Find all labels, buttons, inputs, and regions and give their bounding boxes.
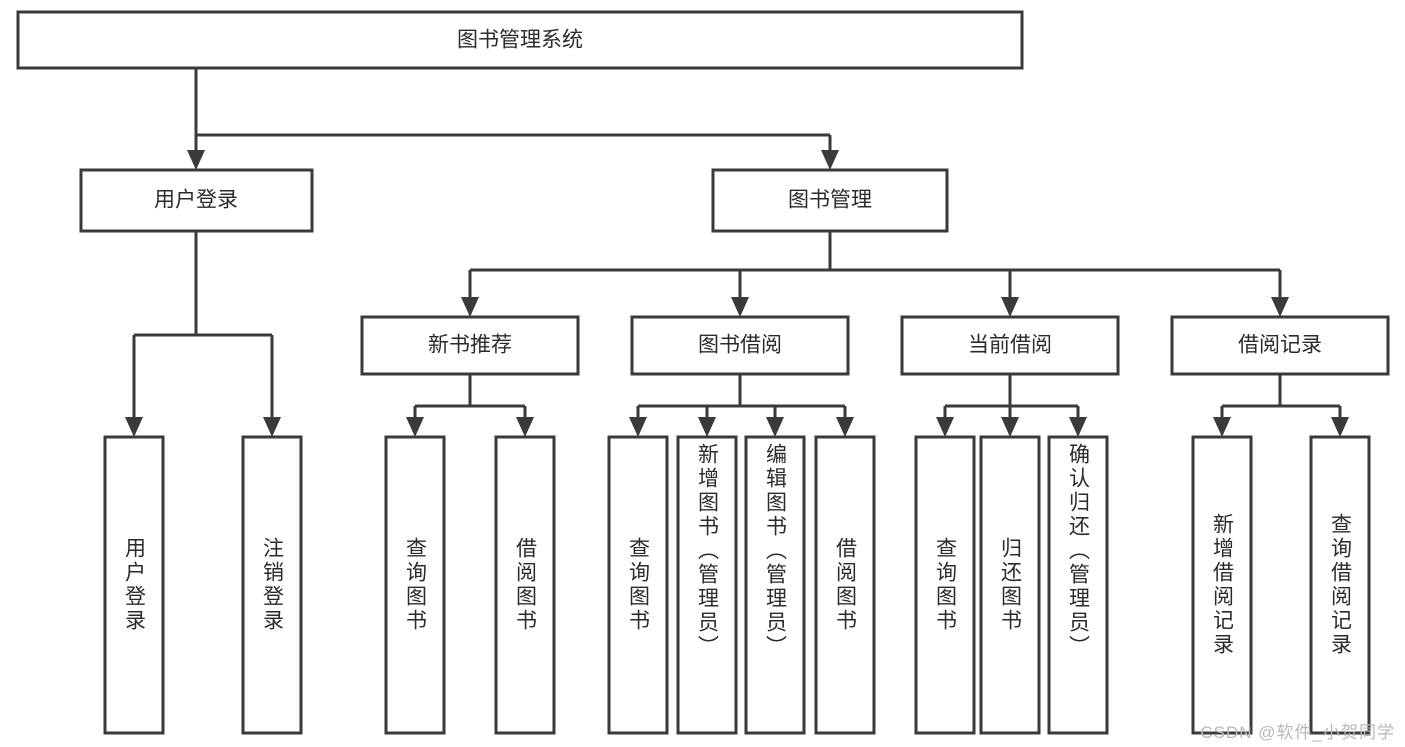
- leaf-box[interactable]: [607, 435, 669, 735]
- leaf-box[interactable]: [241, 435, 303, 735]
- edges-user-login: [125, 231, 281, 437]
- node-book-borrow[interactable]: 图书借阅: [630, 315, 850, 376]
- leaf-box[interactable]: [814, 435, 876, 735]
- leaf-boxes-borrow-record: [1191, 435, 1371, 735]
- node-book-manage-label: 图书管理: [788, 189, 872, 212]
- leaf-box[interactable]: [384, 435, 446, 735]
- leaf-box[interactable]: [676, 435, 738, 735]
- leaf-box[interactable]: [979, 435, 1041, 735]
- edges-current-borrow: [936, 374, 1087, 437]
- node-user-login-label: 用户登录: [154, 189, 238, 212]
- edges-book-manage: [461, 231, 1289, 317]
- leaf-box[interactable]: [103, 435, 165, 735]
- node-current-borrow[interactable]: 当前借阅: [900, 315, 1120, 376]
- leaf-box[interactable]: [744, 435, 806, 735]
- leaf-boxes-user-login: [103, 435, 303, 735]
- leaf-box[interactable]: [1047, 435, 1109, 735]
- leaf-boxes-current-borrow: [914, 435, 1109, 735]
- node-root[interactable]: 图书管理系统: [16, 10, 1024, 70]
- leaf-box[interactable]: [1309, 435, 1371, 735]
- leaf-boxes-book-borrow: [607, 435, 876, 735]
- node-root-label: 图书管理系统: [457, 29, 583, 52]
- leaf-box[interactable]: [914, 435, 976, 735]
- node-book-borrow-label: 图书借阅: [698, 334, 782, 357]
- edges-borrow-record: [1213, 374, 1349, 437]
- node-borrow-record-label: 借阅记录: [1238, 334, 1322, 357]
- node-current-borrow-label: 当前借阅: [968, 334, 1052, 357]
- csdn-watermark: CSDN @软件_小贺同学: [1200, 723, 1395, 742]
- leaf-box[interactable]: [1191, 435, 1253, 735]
- leaf-box[interactable]: [494, 435, 556, 735]
- leaf-boxes-new-book-recommend: [384, 435, 556, 735]
- node-new-book-recommend[interactable]: 新书推荐: [360, 315, 580, 376]
- node-book-manage[interactable]: 图书管理: [711, 168, 949, 233]
- node-user-login[interactable]: 用户登录: [79, 168, 314, 233]
- edges-book-borrow: [629, 374, 854, 437]
- edges-root: [187, 68, 839, 170]
- node-new-book-recommend-label: 新书推荐: [428, 334, 512, 357]
- edges-new-book-recommend: [406, 374, 534, 437]
- node-borrow-record[interactable]: 借阅记录: [1170, 315, 1390, 376]
